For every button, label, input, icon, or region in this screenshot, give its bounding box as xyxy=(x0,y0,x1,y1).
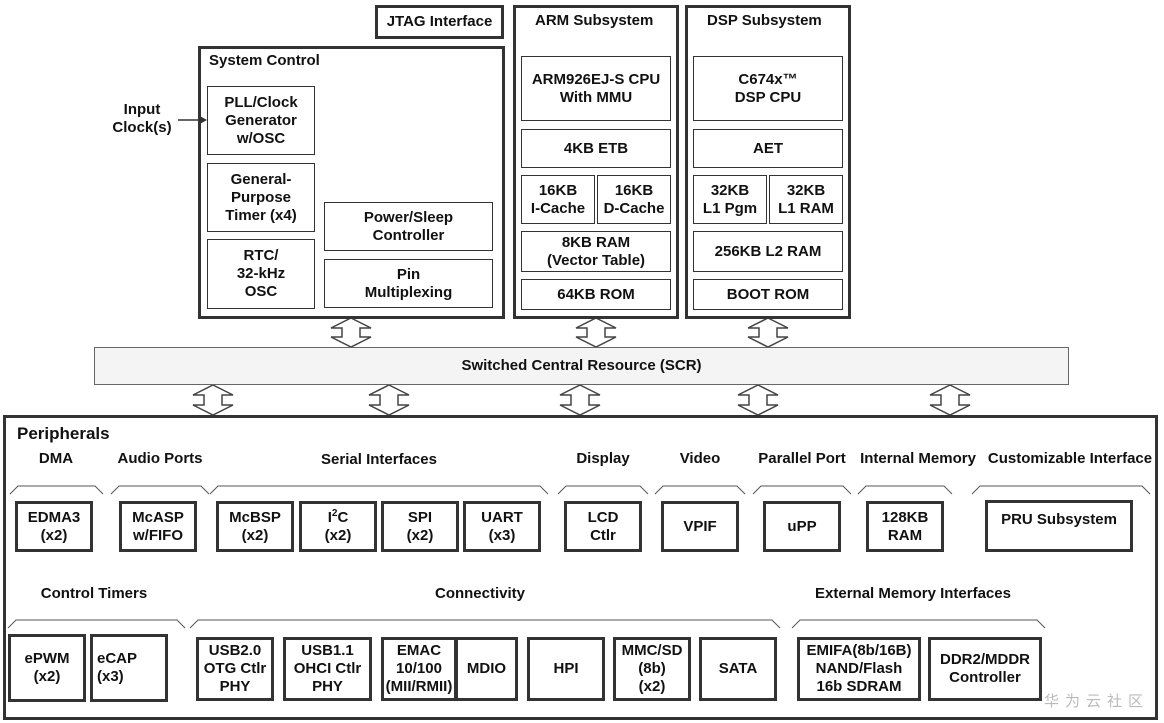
parallel-port-bracket xyxy=(752,485,852,495)
dsp-l2ram-box: 256KB L2 RAM xyxy=(693,231,843,272)
arm926-cpu-box: ARM926EJ-S CPU With MMU xyxy=(521,56,671,121)
serial-interfaces-bracket xyxy=(209,485,549,495)
input-clock-label: Input Clock(s) xyxy=(112,101,172,136)
emac-box: EMAC 10/100 (MII/RMII) xyxy=(381,637,457,701)
upp-box: uPP xyxy=(763,501,841,552)
serial-interfaces-category-label: Serial Interfaces xyxy=(321,451,437,468)
rtc-osc-box: RTC/ 32-kHz OSC xyxy=(207,239,315,309)
scr-peripherals-arrow-4 xyxy=(737,384,779,416)
pll-clock-generator-box: PLL/Clock Generator w/OSC xyxy=(207,86,315,155)
internal-memory-bracket xyxy=(857,485,953,495)
i2c-count: (x2) xyxy=(324,526,352,544)
video-category-label: Video xyxy=(679,450,721,467)
jtag-interface-box: JTAG Interface xyxy=(375,5,504,39)
system-control-title: System Control xyxy=(209,52,320,69)
ecap-box: eCAP (x3) xyxy=(90,634,168,702)
dsp-subsystem-title: DSP Subsystem xyxy=(707,12,822,29)
scr-peripherals-arrow-3 xyxy=(559,384,601,416)
sata-box: SATA xyxy=(699,637,777,701)
display-category-label: Display xyxy=(576,450,630,467)
arm-dcache-box: 16KB D-Cache xyxy=(597,175,671,224)
arm-ram-box: 8KB RAM (Vector Table) xyxy=(521,231,671,272)
i2c-box: I2C (x2) xyxy=(299,501,377,552)
dsp-aet-box: AET xyxy=(693,129,843,168)
dsp-l1pgm-box: 32KB L1 Pgm xyxy=(693,175,767,224)
dma-category-label: DMA xyxy=(38,450,74,467)
peripherals-group xyxy=(3,415,1158,720)
dsp-subsystem-group xyxy=(685,5,851,319)
dsp-l1ram-box: 32KB L1 RAM xyxy=(769,175,843,224)
epwm-box: ePWM (x2) xyxy=(8,634,86,702)
dsp-boot-rom-box: BOOT ROM xyxy=(693,279,843,310)
power-sleep-controller-box: Power/Sleep Controller xyxy=(324,202,493,251)
internal-128kb-ram-box: 128KB RAM xyxy=(866,501,944,552)
mcbsp-box: McBSP (x2) xyxy=(216,501,294,552)
internal-memory-category-label: Internal Memory xyxy=(860,450,976,467)
i2c-name: I2C xyxy=(327,507,349,526)
system-control-group xyxy=(198,46,505,319)
external-memory-bracket xyxy=(791,619,1046,629)
dsp-scr-arrow xyxy=(747,317,789,348)
control-timers-category-label: Control Timers xyxy=(40,585,148,602)
edma3-box: EDMA3 (x2) xyxy=(15,501,93,552)
mmc-sd-box: MMC/SD (8b) (x2) xyxy=(613,637,691,701)
pin-multiplexing-box: Pin Multiplexing xyxy=(324,259,493,308)
audio-ports-bracket xyxy=(110,485,210,495)
connectivity-bracket xyxy=(189,619,781,629)
vpif-box: VPIF xyxy=(661,501,739,552)
control-timers-bracket xyxy=(7,619,186,629)
general-purpose-timer-box: General- Purpose Timer (x4) xyxy=(207,163,315,232)
dsp-cpu-box: C674x™ DSP CPU xyxy=(693,56,843,121)
uart-box: UART (x3) xyxy=(463,501,541,552)
spi-box: SPI (x2) xyxy=(381,501,459,552)
arm-rom-box: 64KB ROM xyxy=(521,279,671,310)
customizable-interface-category-label: Customizable Interface xyxy=(987,450,1153,467)
hpi-box: HPI xyxy=(527,637,605,701)
switched-central-resource-bar: Switched Central Resource (SCR) xyxy=(94,347,1069,385)
external-memory-category-label: External Memory Interfaces xyxy=(815,585,1011,602)
watermark: 华为云社区 xyxy=(1044,693,1150,710)
arm-scr-arrow xyxy=(575,317,617,348)
audio-ports-category-label: Audio Ports xyxy=(117,450,203,467)
arm-etb-box: 4KB ETB xyxy=(521,129,671,168)
peripherals-title: Peripherals xyxy=(17,424,110,443)
usb20-otg-box: USB2.0 OTG Ctlr PHY xyxy=(196,637,274,701)
dma-bracket xyxy=(9,485,104,495)
lcd-controller-box: LCD Ctlr xyxy=(564,501,642,552)
arm-icache-box: 16KB I-Cache xyxy=(521,175,595,224)
scr-peripherals-arrow-5 xyxy=(929,384,971,416)
display-bracket xyxy=(557,485,649,495)
connectivity-category-label: Connectivity xyxy=(434,585,525,602)
video-bracket xyxy=(654,485,746,495)
emifa-box: EMIFA(8b/16B) NAND/Flash 16b SDRAM xyxy=(797,637,921,701)
customizable-interface-bracket xyxy=(971,485,1151,495)
pru-subsystem-box: PRU Subsystem xyxy=(985,500,1133,552)
arm-subsystem-group xyxy=(513,5,679,319)
mcasp-box: McASP w/FIFO xyxy=(119,501,197,552)
system-control-scr-arrow xyxy=(330,317,372,348)
parallel-port-category-label: Parallel Port xyxy=(758,450,846,467)
mdio-box: MDIO xyxy=(455,637,518,701)
scr-peripherals-arrow-1 xyxy=(192,384,234,416)
scr-peripherals-arrow-2 xyxy=(368,384,410,416)
ddr2-mddr-controller-box: DDR2/MDDR Controller xyxy=(928,637,1042,701)
arm-subsystem-title: ARM Subsystem xyxy=(535,12,654,29)
usb11-ohci-box: USB1.1 OHCI Ctlr PHY xyxy=(283,637,372,701)
